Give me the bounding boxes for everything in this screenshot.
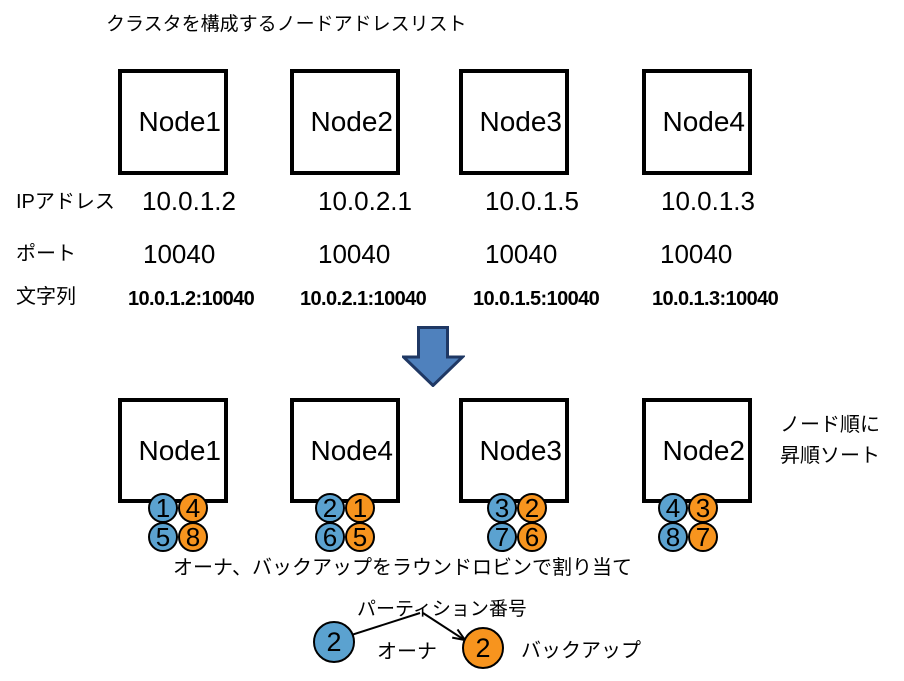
node-box-label: Node1 [138, 434, 221, 466]
port-value-node1: 10040 [143, 239, 216, 269]
node-box-node2: Node2 [290, 69, 400, 175]
partition-circle-owner: 6 [315, 522, 345, 552]
partition-circle-owner: 4 [658, 493, 688, 523]
port-value-node4: 10040 [660, 239, 733, 269]
sorted-node-box-node2: Node2 [642, 398, 752, 503]
round-robin-note: オーナ、バックアップをラウンドロビンで割り当て [173, 557, 632, 579]
sort-order-note: ノード順に 昇順ソート [780, 410, 880, 472]
node-box-node4: Node4 [642, 69, 752, 175]
partition-circle-owner: 3 [487, 493, 517, 523]
partition-circle-backup: 6 [517, 522, 547, 552]
backup-label: バックアップ [521, 640, 641, 662]
partition-circle-owner: 5 [148, 522, 178, 552]
node-box-label: Node1 [138, 106, 221, 137]
partition-circle-owner: 8 [658, 522, 688, 552]
partition-circle-backup: 8 [178, 522, 208, 552]
partition-circle-backup: 2 [517, 493, 547, 523]
partition-cluster-node4: 2 1 6 5 [315, 493, 377, 553]
node-box-label: Node3 [479, 434, 562, 466]
sorted-node-box-node1: Node1 [118, 398, 228, 503]
address-string-node1: 10.0.1.2:10040 [128, 288, 255, 310]
partition-circle-backup: 7 [688, 522, 718, 552]
partition-circle-owner: 1 [148, 493, 178, 523]
partition-circle-backup: 3 [688, 493, 718, 523]
backup-circle: 2 [462, 627, 504, 669]
sorted-node-box-node4: Node4 [290, 398, 400, 503]
node-box-label: Node2 [662, 434, 745, 466]
ip-value-node4: 10.0.1.3 [661, 186, 755, 216]
node-box-label: Node4 [310, 434, 393, 466]
node-box-label: Node3 [479, 106, 562, 137]
ip-value-node3: 10.0.1.5 [485, 186, 579, 216]
page-title: クラスタを構成するノードアドレスリスト [106, 14, 467, 35]
owner-label: オーナ [377, 641, 437, 663]
address-string-node2: 10.0.2.1:10040 [300, 288, 427, 310]
partition-cluster-node2: 4 3 8 7 [658, 493, 720, 553]
down-arrow-icon [402, 326, 465, 387]
partition-circle-backup: 1 [345, 493, 375, 523]
node-box-node3: Node3 [459, 69, 569, 175]
row-label-ip-address: IPアドレス [16, 191, 115, 213]
partition-circle-owner: 7 [487, 522, 517, 552]
row-label-port: ポート [16, 243, 76, 265]
partition-circle-backup: 5 [345, 522, 375, 552]
partition-cluster-node1: 1 4 5 8 [148, 493, 210, 553]
node-box-label: Node2 [310, 106, 393, 137]
row-label-string: 文字列 [16, 286, 76, 308]
address-string-node4: 10.0.1.3:10040 [652, 288, 779, 310]
port-value-node2: 10040 [318, 239, 391, 269]
address-string-node3: 10.0.1.5:10040 [473, 288, 600, 310]
partition-number-label: パーティション番号 [357, 599, 527, 620]
node-box-node1: Node1 [118, 69, 228, 175]
node-box-label: Node4 [662, 106, 745, 137]
owner-circle: 2 [313, 621, 355, 663]
partition-circle-owner: 2 [315, 493, 345, 523]
partition-cluster-node3: 3 2 7 6 [487, 493, 549, 553]
port-value-node3: 10040 [485, 239, 558, 269]
ip-value-node2: 10.0.2.1 [318, 186, 412, 216]
ip-value-node1: 10.0.1.2 [142, 186, 236, 216]
sort-order-note-line2: 昇順ソート [780, 445, 880, 467]
sort-order-note-line1: ノード順に [780, 414, 880, 436]
sorted-node-box-node3: Node3 [459, 398, 569, 503]
partition-circle-backup: 4 [178, 493, 208, 523]
